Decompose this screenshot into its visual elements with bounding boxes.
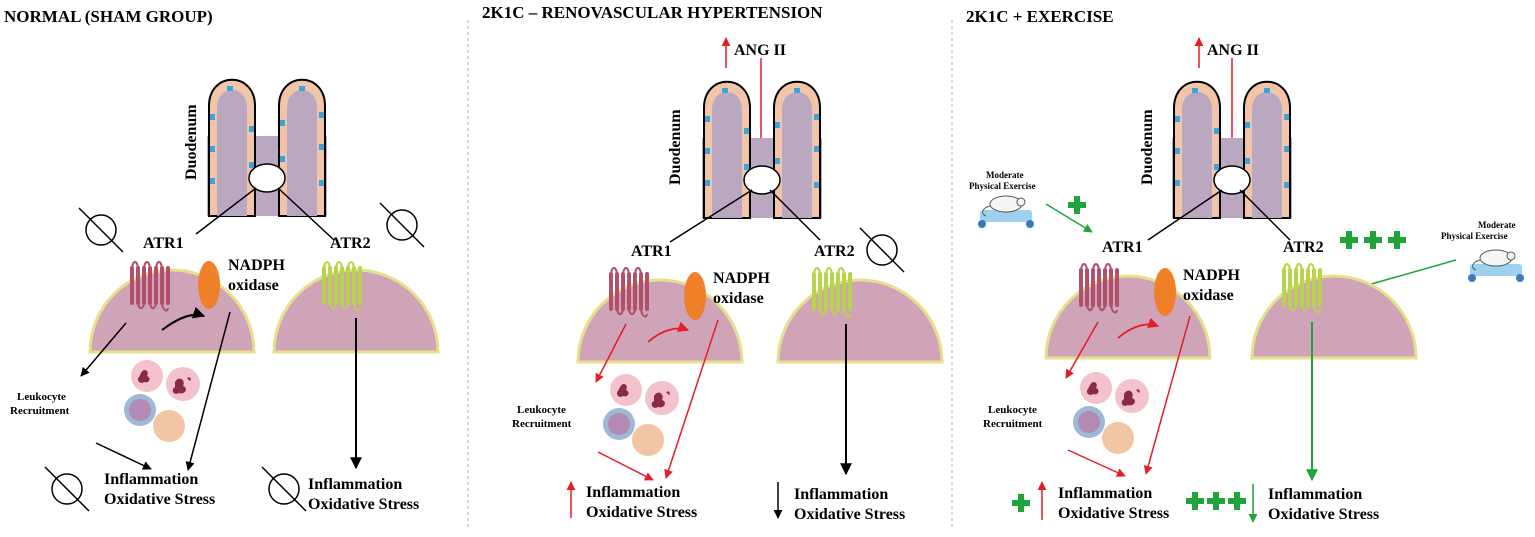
enzyme-label-line2: oxidase bbox=[713, 290, 764, 307]
duodenum-villi bbox=[701, 80, 823, 219]
tissue-label: Duodenum bbox=[1139, 109, 1156, 185]
enzyme-label-line2: oxidase bbox=[1183, 287, 1234, 304]
treadmill-rat-icon bbox=[1467, 249, 1525, 283]
atr1-receptor-icon bbox=[1079, 262, 1119, 315]
atr1-receptor-icon bbox=[609, 266, 649, 319]
plus-icon bbox=[1340, 231, 1358, 249]
receptor-atr1-label: ATR1 bbox=[143, 235, 184, 252]
tissue-label: Duodenum bbox=[667, 109, 684, 185]
leukocyte-label-line1: Leukocyte bbox=[17, 391, 66, 403]
panel-title: 2K1C – RENOVASCULAR HYPERTENSION bbox=[482, 3, 823, 22]
plus-icon bbox=[1012, 494, 1030, 512]
duodenum-villi bbox=[206, 78, 328, 217]
atr2-receptor-icon bbox=[1282, 262, 1322, 315]
receptor-atr1-label: ATR1 bbox=[1102, 239, 1143, 256]
nadph-oxidase-icon bbox=[684, 272, 706, 320]
leukocyte-label-line2: Recruitment bbox=[983, 418, 1043, 430]
panel-2k1c: 2K1C – RENOVASCULAR HYPERTENSION ANG II … bbox=[482, 3, 944, 523]
outcome-label-line2: Oxidative Stress bbox=[1268, 506, 1379, 523]
atr2-receptor-icon bbox=[322, 260, 362, 313]
receptor-atr2-label: ATR2 bbox=[330, 235, 371, 252]
leukocytes-icon bbox=[603, 374, 679, 456]
outcome-label-line1: Inflammation bbox=[586, 484, 680, 501]
leukocyte-label-line1: Leukocyte bbox=[988, 404, 1037, 416]
leukocytes-icon bbox=[1073, 372, 1149, 454]
receptor-atr1-label: ATR1 bbox=[631, 243, 672, 260]
outcome-label-line1: Inflammation bbox=[1058, 485, 1152, 502]
exercise-label-line1: Moderate bbox=[986, 170, 1023, 180]
outcome-label-line2: Oxidative Stress bbox=[308, 496, 419, 513]
enzyme-label-line1: NADPH bbox=[228, 257, 285, 274]
leukocyte-label-line2: Recruitment bbox=[10, 405, 70, 417]
no-effect-icon bbox=[44, 466, 90, 512]
exercise-label-line2: Physical Exercise bbox=[1441, 231, 1508, 241]
panel-title: 2K1C + EXERCISE bbox=[966, 7, 1114, 26]
outcome-label-line2: Oxidative Stress bbox=[586, 504, 697, 521]
atr2-receptor-icon bbox=[812, 266, 852, 319]
no-effect-icon bbox=[379, 202, 425, 248]
panel-title: NORMAL (SHAM GROUP) bbox=[4, 7, 213, 26]
enzyme-label-line2: oxidase bbox=[228, 277, 279, 294]
outcome-label-line2: Oxidative Stress bbox=[104, 491, 215, 508]
panel-2k1c-exercise: 2K1C + EXERCISE ANG II Duodenum Moderate… bbox=[966, 7, 1525, 523]
atr1-receptor-icon bbox=[130, 260, 170, 313]
leukocyte-label-line2: Recruitment bbox=[512, 418, 572, 430]
stimulus-label: ANG II bbox=[1207, 42, 1259, 59]
outcome-label-line1: Inflammation bbox=[1268, 486, 1362, 503]
tissue-label: Duodenum bbox=[183, 104, 200, 180]
leukocyte-label-line1: Leukocyte bbox=[517, 404, 566, 416]
stimulus-label: ANG II bbox=[734, 42, 786, 59]
nadph-oxidase-icon bbox=[198, 261, 220, 309]
plus-icon bbox=[1068, 196, 1086, 214]
plus-icon bbox=[1207, 492, 1225, 510]
enzyme-label-line1: NADPH bbox=[1183, 267, 1240, 284]
plus-icon bbox=[1364, 231, 1382, 249]
no-effect-icon bbox=[261, 466, 307, 512]
outcome-label-line1: Inflammation bbox=[794, 486, 888, 503]
outcome-label-line1: Inflammation bbox=[308, 476, 402, 493]
outcome-label-line2: Oxidative Stress bbox=[794, 506, 905, 523]
leukocytes-icon bbox=[124, 360, 200, 442]
nadph-oxidase-icon bbox=[1154, 268, 1176, 316]
panel-normal: NORMAL (SHAM GROUP) Duodenum ATR1 ATR2 N… bbox=[4, 7, 440, 513]
plus-icon bbox=[1228, 492, 1246, 510]
treadmill-rat-icon bbox=[977, 195, 1035, 229]
plus-icon bbox=[1388, 231, 1406, 249]
cell-membrane bbox=[1250, 274, 1418, 360]
outcome-label-line2: Oxidative Stress bbox=[1058, 505, 1169, 522]
receptor-atr2-label: ATR2 bbox=[814, 243, 855, 260]
cell-membrane bbox=[776, 278, 944, 364]
plus-icon bbox=[1186, 492, 1204, 510]
outcome-label-line1: Inflammation bbox=[104, 471, 198, 488]
no-effect-icon bbox=[78, 207, 124, 253]
receptor-atr2-label: ATR2 bbox=[1283, 239, 1324, 256]
no-effect-icon bbox=[859, 227, 905, 273]
exercise-label-line1: Moderate bbox=[1478, 220, 1515, 230]
exercise-label-line2: Physical Exercise bbox=[969, 181, 1036, 191]
enzyme-label-line1: NADPH bbox=[713, 270, 770, 287]
